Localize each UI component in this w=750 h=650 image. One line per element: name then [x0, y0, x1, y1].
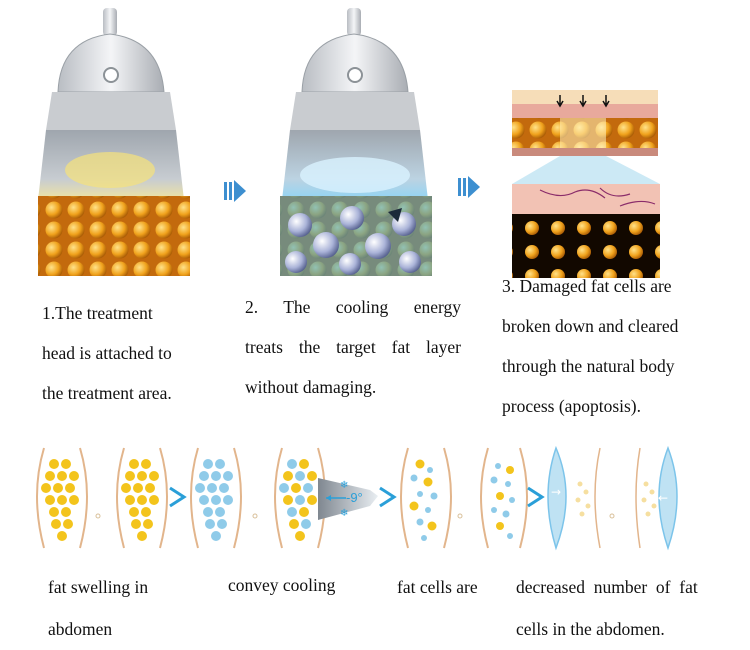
- step-1-line-2: head is attached to: [42, 333, 222, 373]
- step-arrow-1: [224, 180, 246, 202]
- chevron-right-icon: [170, 488, 184, 506]
- step-arrow-2: [458, 176, 480, 198]
- bottom-process-diagram: -9° ❄ ❄ →: [0, 440, 750, 560]
- device-1: [38, 8, 184, 200]
- svg-text:→: →: [551, 485, 561, 499]
- panel-fat-cells: [401, 448, 527, 548]
- bottom-caption-3-line-1: fat cells are: [397, 566, 507, 608]
- step-3-line-3: through the natural body: [502, 346, 742, 386]
- top-illustrations: [0, 0, 750, 290]
- chevron-right-icon: [380, 488, 394, 506]
- panel-convey-cooling: -9° ❄ ❄: [191, 448, 378, 548]
- bottom-caption-1: fat swelling in abdomen: [48, 566, 198, 650]
- fat-tissue-1: [38, 196, 190, 276]
- bottom-caption-4-line-1: decreased number of fat: [516, 566, 738, 608]
- bottom-caption-3: fat cells are: [397, 566, 507, 608]
- step-3-line-2: broken down and cleared: [502, 306, 742, 346]
- cooled-tissue-2: [280, 196, 432, 276]
- bottom-caption-1-line-1: fat swelling in: [48, 566, 198, 608]
- svg-text:❄: ❄: [340, 480, 348, 491]
- magnified-tissue: [512, 184, 660, 278]
- chevron-right-icon: [528, 488, 542, 506]
- panel-decreased-fat: → ←: [548, 448, 677, 548]
- step-1-line-3: the treatment area.: [42, 373, 222, 413]
- step-3-line-4: process (apoptosis).: [502, 386, 742, 426]
- svg-text:←: ←: [658, 491, 668, 505]
- step-1-caption: 1.The treatment head is attached to the …: [42, 293, 222, 413]
- bottom-caption-4-line-2: cells in the abdomen.: [516, 608, 738, 650]
- svg-text:❄: ❄: [340, 508, 348, 519]
- bottom-caption-2: convey cooling: [228, 564, 378, 606]
- step-3-line-1: 3. Damaged fat cells are: [502, 266, 742, 306]
- step-3-caption: 3. Damaged fat cells are broken down and…: [502, 266, 742, 426]
- zoom-beam: [512, 156, 660, 184]
- step-1-line-1: 1.The treatment: [42, 293, 222, 333]
- bottom-caption-2-line-1: convey cooling: [228, 564, 378, 606]
- bottom-caption-4: decreased number of fat cells in the abd…: [516, 566, 738, 650]
- step-2-caption: 2. The cooling energy treats the target …: [245, 287, 461, 407]
- cooling-temperature-label: -9°: [346, 490, 363, 505]
- bottom-caption-1-line-2: abdomen: [48, 608, 198, 650]
- tissue-cross-section: [512, 90, 658, 156]
- step-2-line-2: treats the target fat layer: [245, 327, 461, 367]
- step-2-line-1: 2. The cooling energy: [245, 287, 461, 327]
- device-2: [282, 8, 428, 200]
- step-2-line-3: without damaging.: [245, 367, 461, 407]
- panel-fat-swelling: [37, 448, 167, 548]
